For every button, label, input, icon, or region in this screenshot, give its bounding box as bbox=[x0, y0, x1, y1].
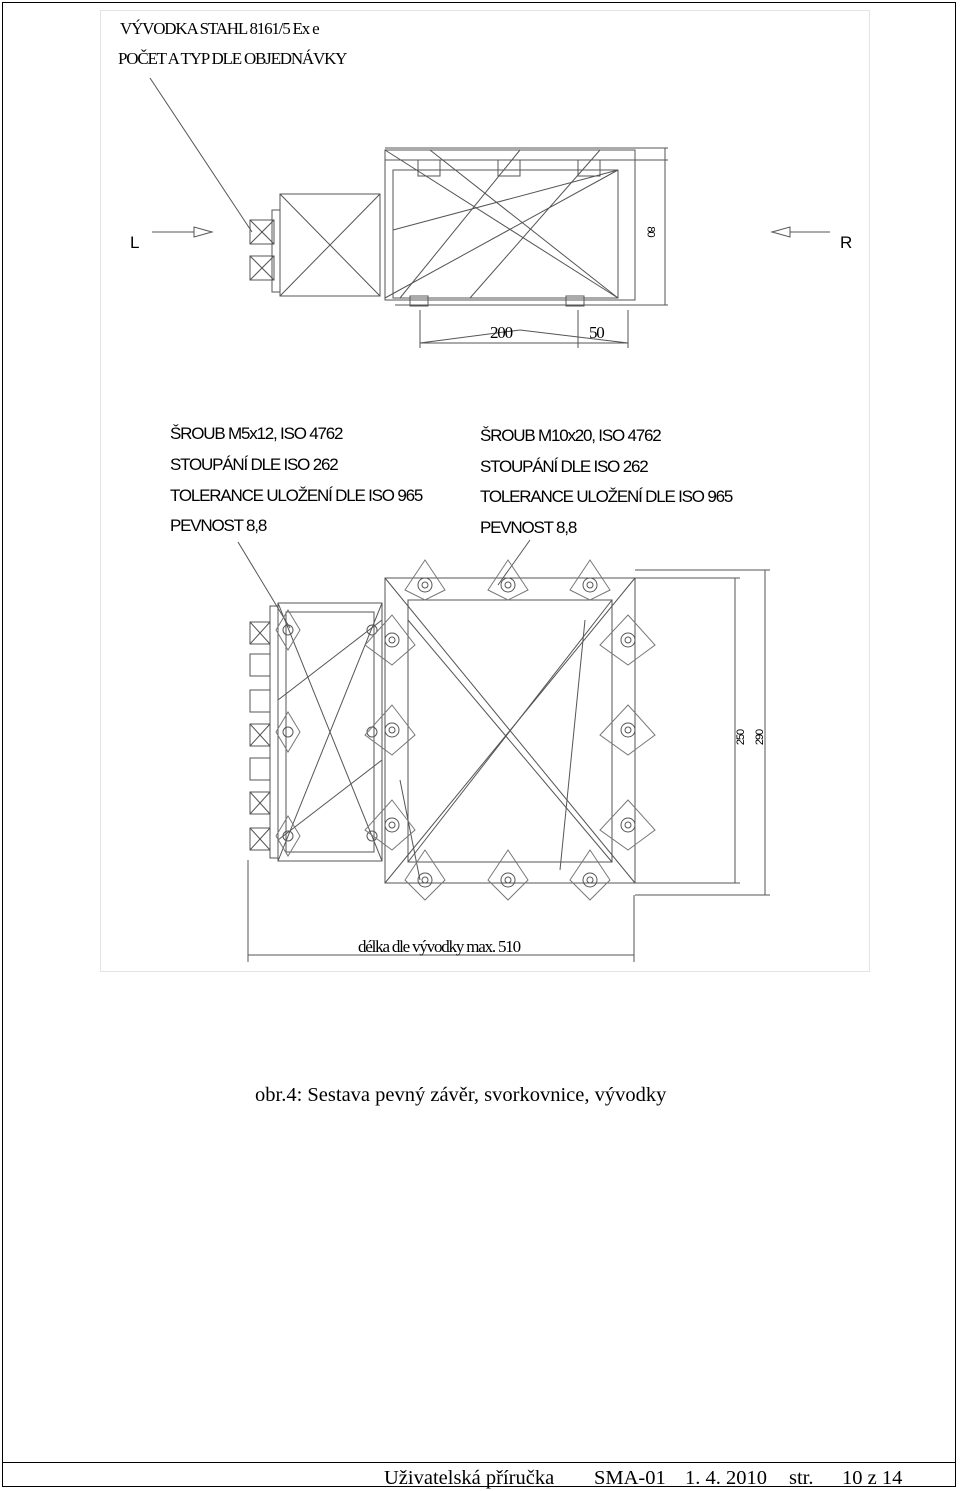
dim-label-vertical-b: 290 bbox=[754, 729, 767, 746]
screw-small-line-3: TOLERANCE ULOŽENÍ DLE ISO 965 bbox=[170, 486, 423, 505]
side-label-right: R bbox=[840, 233, 853, 252]
gland-callout-line-1: VÝVODKA STAHL 8161/5 Ex e bbox=[120, 19, 320, 38]
length-note: délka dle vývodky max. 510 bbox=[358, 937, 521, 956]
footer-title: Uživatelská příručka bbox=[384, 1467, 555, 1489]
screw-small-line-1: ŠROUB M5x12, ISO 4762 bbox=[170, 424, 343, 443]
screw-large-line-4: PEVNOST 8,8 bbox=[480, 518, 577, 537]
dim-label-50: 50 bbox=[589, 323, 605, 342]
drawing-frame bbox=[100, 10, 870, 972]
side-label-left: L bbox=[130, 233, 140, 252]
gland-callout-line-2: POČET A TYP DLE OBJEDNÁVKY bbox=[118, 49, 347, 68]
footer-date: 1. 4. 2010 bbox=[685, 1467, 767, 1489]
screw-small-line-2: STOUPÁNÍ DLE ISO 262 bbox=[170, 455, 339, 474]
dim-label-vertical-a: 250 bbox=[735, 729, 748, 746]
footer-product: SMA-01 bbox=[594, 1467, 666, 1489]
footer-page-label: str. bbox=[789, 1467, 814, 1489]
figure-caption: obr.4: Sestava pevný závěr, svorkovnice,… bbox=[255, 1084, 667, 1106]
screw-small-line-4: PEVNOST 8,8 bbox=[170, 516, 267, 535]
footer-rule bbox=[2, 1462, 956, 1463]
screw-large-line-2: STOUPÁNÍ DLE ISO 262 bbox=[480, 457, 649, 476]
dim-label-200: 200 bbox=[490, 323, 513, 342]
screw-large-line-3: TOLERANCE ULOŽENÍ DLE ISO 965 bbox=[480, 487, 733, 506]
footer-page-number: 10 z 14 bbox=[842, 1467, 903, 1489]
dim-label-height-top: 80 bbox=[644, 226, 657, 237]
screw-large-line-1: ŠROUB M10x20, ISO 4762 bbox=[480, 426, 662, 445]
